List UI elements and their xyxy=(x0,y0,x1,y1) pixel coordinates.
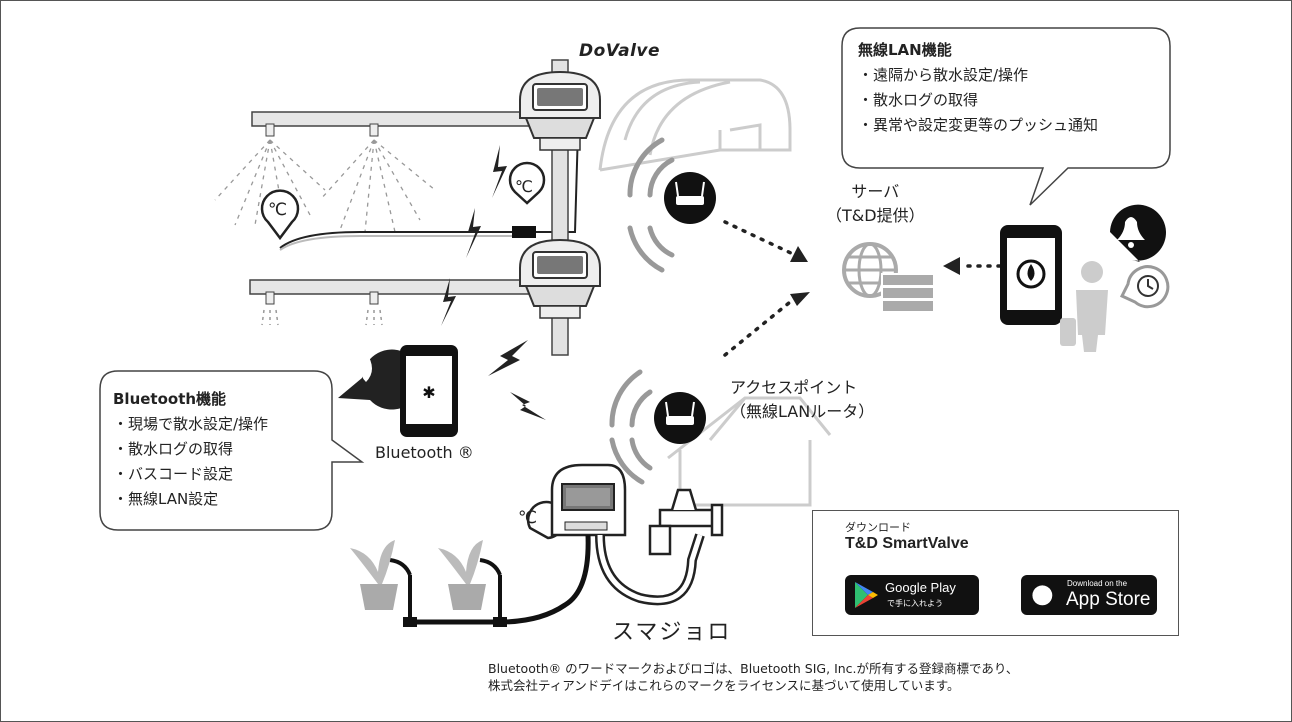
temperature-pin-icon xyxy=(260,189,300,241)
bt-features-title: Bluetooth機能 xyxy=(113,390,227,408)
router-icon xyxy=(664,172,716,224)
bt-feature-item: ・バスコード設定 xyxy=(113,465,234,483)
server-label-line: （T&D提供） xyxy=(826,206,925,225)
download-box: ダウンロード T&D SmartValve Google Play で手に入れよ… xyxy=(812,510,1179,636)
server-label: サーバ （T&D提供） xyxy=(826,180,925,228)
wlan-features: 無線LAN機能 ・遠隔から散水設定/操作 ・散水ログの取得 ・異常や設定変更等の… xyxy=(858,38,1098,138)
bluetooth-label: Bluetooth ® xyxy=(375,443,474,462)
lightning-icon xyxy=(441,145,546,420)
sensor-connector xyxy=(512,226,536,238)
wlan-features-title: 無線LAN機能 xyxy=(858,41,952,59)
access-point-label: アクセスポイント （無線LANルータ） xyxy=(730,376,874,424)
download-caption: ダウンロード xyxy=(845,521,911,534)
wlan-feature-item: ・異常や設定変更等のプッシュ通知 xyxy=(858,116,1099,134)
trademark-note: Bluetooth® のワードマークおよびロゴは、Bluetooth SIG, … xyxy=(488,660,1018,694)
smajoro-device xyxy=(550,463,627,537)
temperature-symbol: ℃ xyxy=(268,200,288,220)
google-play-badge[interactable]: Google Play で手に入れよう xyxy=(845,575,979,615)
wlan-feature-item: ・遠隔から散水設定/操作 xyxy=(858,66,1029,84)
arrowhead xyxy=(790,246,808,262)
access-point-label-line: （無線LANルータ） xyxy=(730,402,875,421)
apple-icon: ● xyxy=(1031,579,1054,609)
trademark-note-line: Bluetooth® のワードマークおよびロゴは、Bluetooth SIG, … xyxy=(488,661,1019,676)
bt-feature-item: ・散水ログの取得 xyxy=(113,440,234,458)
spray-pattern-2 xyxy=(319,139,436,233)
arrowhead xyxy=(790,292,810,306)
smajoro-label: スマジョロ xyxy=(612,620,732,645)
clock-icon xyxy=(1119,265,1170,309)
arrowhead xyxy=(943,257,960,275)
temperature-symbol: ℃ xyxy=(518,508,538,528)
wifi-signal-icon xyxy=(627,137,675,273)
wlan-feature-item: ・散水ログの取得 xyxy=(858,91,979,109)
app-name: T&D SmartValve xyxy=(845,535,969,552)
connection-arrow xyxy=(723,220,1002,357)
google-play-main: Google Play xyxy=(885,580,956,595)
bt-features: Bluetooth機能 ・現場で散水設定/操作 ・散水ログの取得 ・バスコード設… xyxy=(113,387,268,512)
dovalve-unit-lower xyxy=(519,238,601,319)
dovalve-unit-upper xyxy=(519,70,601,151)
upper-pipe xyxy=(251,111,543,137)
lower-pipe xyxy=(249,279,551,326)
server-label-line: サーバ xyxy=(851,182,900,201)
faucet-illustration xyxy=(648,488,724,556)
smartphone-icon xyxy=(1000,225,1062,325)
bt-feature-item: ・無線LAN設定 xyxy=(113,490,219,508)
server-icon xyxy=(842,242,935,313)
plant-pot-illustration xyxy=(350,540,398,610)
house-illustration xyxy=(667,396,832,507)
app-store-badge[interactable]: ● Download on the App Store xyxy=(1021,575,1157,615)
google-play-sub: で手に入れよう xyxy=(887,599,943,608)
dovalve-logo: DoValve xyxy=(579,41,661,61)
svg-text:✱: ✱ xyxy=(422,383,435,402)
wlan-bubble-shape xyxy=(841,27,1171,206)
person-icon xyxy=(1060,261,1108,352)
app-store-main: App Store xyxy=(1066,589,1151,610)
temperature-symbol: ℃ xyxy=(515,177,533,196)
router-icon xyxy=(654,392,706,444)
wifi-signal-icon xyxy=(609,369,653,485)
google-play-icon xyxy=(855,582,878,608)
app-store-sub: Download on the xyxy=(1067,579,1128,588)
temperature-pin-icon xyxy=(508,161,546,205)
bluetooth-smartphone-icon: ✱ xyxy=(400,345,458,437)
trademark-note-line: 株式会社ティアンドデイはこれらのマークをライセンスに基づいて使用しています。 xyxy=(488,678,960,693)
bt-bubble-shape xyxy=(99,370,365,531)
bt-feature-item: ・現場で散水設定/操作 xyxy=(113,415,269,433)
plant-pot-illustration xyxy=(438,540,486,610)
drip-tube xyxy=(389,558,502,622)
access-point-label-line: アクセスポイント xyxy=(730,378,858,397)
greenhouse-illustration xyxy=(598,78,792,172)
spray-pattern-1 xyxy=(214,139,326,226)
bell-notification-icon xyxy=(1110,204,1166,262)
